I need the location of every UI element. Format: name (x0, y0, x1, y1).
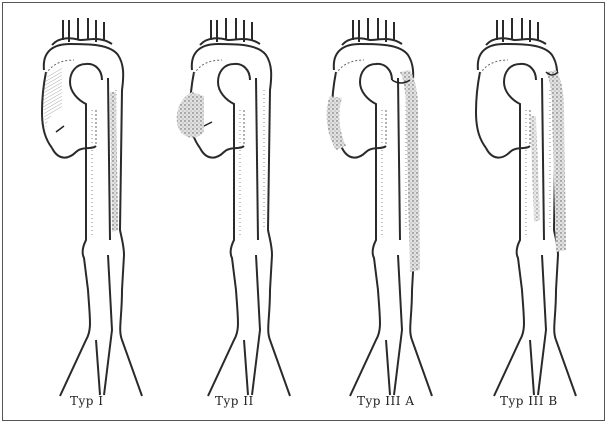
diagram-panel-type-1 (42, 18, 142, 396)
diagram-panel-type-3a (327, 18, 432, 396)
panel-label-type-3b: Typ III B (500, 394, 558, 408)
panel-label-type-3a: Typ III A (357, 394, 414, 408)
diagram-panel-type-2 (177, 18, 290, 396)
panel-label-type-1: Typ I (70, 394, 104, 408)
panel-label-type-2: Typ II (215, 394, 254, 408)
diagram-panel-type-3b (476, 18, 576, 396)
